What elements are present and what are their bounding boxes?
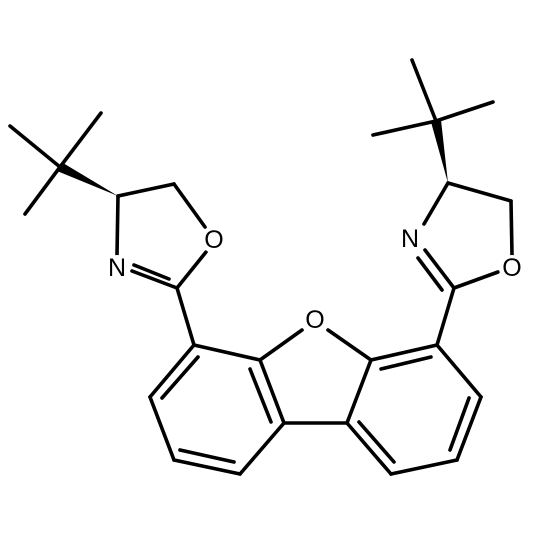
- bond-furan-o-c-right: [326, 328, 373, 362]
- bond-right-ring-2: [435, 343, 483, 399]
- bond-right-ring-3: [455, 395, 483, 462]
- bond-left-ring-2-double: [248, 367, 273, 424]
- bond-left-ring-2: [258, 358, 286, 425]
- atom-o-furan: O: [302, 306, 328, 334]
- bond-furan-c-o-left: [258, 328, 304, 362]
- bond-right-ring-6: [345, 358, 373, 425]
- atom-label-o: O: [502, 254, 521, 282]
- bond-left-c2-n3: [130, 269, 179, 290]
- bond-right-c2-ar: [435, 286, 456, 347]
- bond-tbu-left-3: [23, 165, 62, 216]
- bond-left-c2-n3-double: [132, 263, 171, 281]
- atom-label-o: O: [305, 306, 324, 334]
- bond-left-ring-6: [148, 343, 196, 399]
- bond-left-ring-6-double: [160, 355, 200, 400]
- atom-labels: O N O N O: [104, 225, 525, 334]
- bond-right-c5-o1: [509, 199, 514, 257]
- bond-tbu-right-2: [434, 100, 495, 123]
- bond-left-ring-4: [172, 458, 242, 476]
- bond-right-ring-5: [345, 421, 393, 476]
- bond-left-n3-c4: [115, 194, 120, 257]
- atom-o-right-oxazoline: O: [499, 254, 525, 282]
- bond-right-c2-n3: [423, 248, 456, 290]
- bond-right-ring-3-double: [448, 396, 471, 452]
- bond-right-ring-4: [389, 458, 459, 476]
- bond-tbu-left-2: [58, 111, 103, 169]
- bond-left-c4-c5: [116, 182, 176, 198]
- bond-left-ring-4-double: [178, 448, 236, 464]
- bond-tbu-left-1: [8, 124, 62, 169]
- wedge-bond-right: [431, 120, 448, 183]
- bond-right-ring-1-double: [379, 355, 433, 371]
- atom-label-n: N: [401, 225, 419, 253]
- bond-right-c2-n3-double: [416, 256, 444, 292]
- atom-n-left-oxazoline: N: [104, 254, 130, 282]
- bond-right-ring-1: [369, 343, 439, 362]
- bond-left-c5-o1: [172, 182, 207, 229]
- bond-left-c2-ar: [175, 286, 196, 347]
- bond-left-o1-c2: [175, 250, 208, 290]
- atom-label-o: O: [204, 226, 223, 254]
- bond-right-n3-c4: [422, 181, 450, 226]
- bond-left-ring-1: [192, 343, 262, 362]
- atom-label-n: N: [108, 254, 126, 282]
- bond-left-ring-5: [148, 395, 176, 462]
- bond-right-ring-5-double: [357, 420, 396, 464]
- bond-tbu-right-3: [371, 119, 438, 137]
- bonds: [8, 58, 514, 476]
- stereo-wedges: [57, 120, 448, 196]
- bond-right-c4-c5: [446, 181, 513, 203]
- bond-left-ring-3: [238, 421, 286, 476]
- atom-o-left-oxazoline: O: [201, 226, 227, 254]
- bond-tbu-right-1: [410, 58, 438, 123]
- wedge-bond-left: [57, 163, 118, 196]
- bond-right-o1-c2: [452, 270, 500, 290]
- atom-n-right-oxazoline: N: [397, 225, 423, 253]
